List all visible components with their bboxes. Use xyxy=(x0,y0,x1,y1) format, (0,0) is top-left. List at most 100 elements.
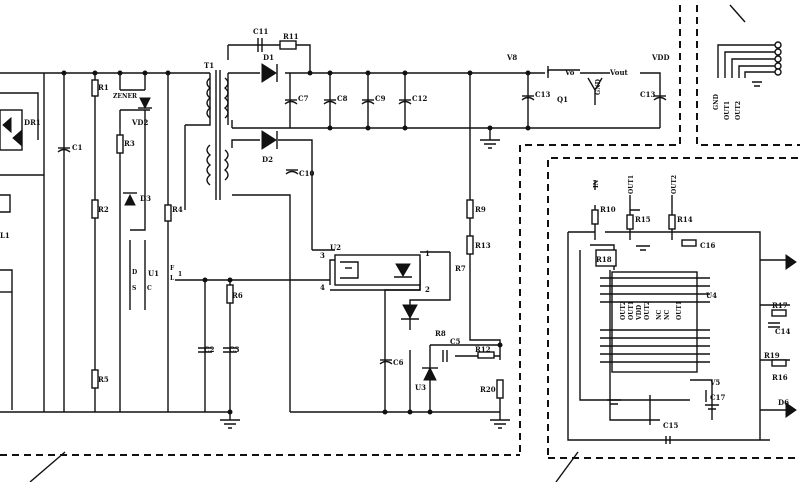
label-c14: C14 xyxy=(775,327,790,336)
resistor-r11 xyxy=(279,40,297,50)
label-d2: D2 xyxy=(262,155,273,164)
label-r8: R8 xyxy=(435,329,446,338)
label-u2: U2 xyxy=(330,243,341,252)
diode-d2 xyxy=(261,130,278,150)
label-pin-s: S xyxy=(132,285,136,292)
label-port-out1: OUT1 xyxy=(628,175,635,194)
label-u4-pin-out2b: OUT2 xyxy=(644,301,651,320)
label-u4-pin-out2a: OUT2 xyxy=(620,301,627,320)
label-c13: C13 xyxy=(640,90,655,99)
optocoupler-u2 xyxy=(334,254,421,286)
label-c17: C17 xyxy=(710,393,725,402)
label-u3: U3 xyxy=(415,383,426,392)
label-c10: C10 xyxy=(299,169,314,178)
label-pin-1: 1 xyxy=(178,271,182,278)
label-pin-f: F xyxy=(170,265,175,272)
controller-ic-u4 xyxy=(595,249,710,373)
label-u4-pin-vdd: VDD xyxy=(636,305,643,321)
main-wiring xyxy=(0,44,661,413)
bridge-rectifier-dr1 xyxy=(0,109,23,151)
label-r17: R17 xyxy=(772,301,788,310)
label-r10: R10 xyxy=(600,205,616,214)
label-u2-pin3: 3 xyxy=(320,251,325,260)
label-c15: C15 xyxy=(663,421,678,430)
label-r18: R18 xyxy=(596,255,612,264)
label-c1: C1 xyxy=(72,143,83,152)
label-gnd: GND xyxy=(595,79,602,95)
label-r5: R5 xyxy=(98,375,109,384)
label-c11: C11 xyxy=(253,27,268,36)
controller-passives xyxy=(591,209,797,444)
label-vo: Vo xyxy=(564,68,575,77)
label-t1: T1 xyxy=(204,61,214,70)
leader-line-left xyxy=(29,451,66,482)
regulator-q1 xyxy=(547,66,603,92)
label-r16: R16 xyxy=(772,373,788,382)
label-r13: R13 xyxy=(475,241,491,250)
label-c6: C6 xyxy=(393,358,404,367)
label-r9: R9 xyxy=(475,205,486,214)
label-c13b: C13 xyxy=(535,90,550,99)
label-pin-d: D xyxy=(132,269,137,276)
resistors-left xyxy=(91,79,504,399)
label-pin-l: L xyxy=(170,275,175,282)
zener-mid xyxy=(401,304,419,320)
label-r12: R12 xyxy=(475,345,491,354)
label-dr1: DR1 xyxy=(24,118,41,127)
label-r2: R2 xyxy=(98,205,109,214)
diode-d3 xyxy=(123,192,137,206)
label-d3: D3 xyxy=(140,194,151,203)
component-labels: T1 C11 R11 D1 D2 C7 C8 C9 C12 C10 V8 Vo … xyxy=(0,27,790,430)
label-conn-out1: OUT1 xyxy=(724,101,731,120)
label-c3: C3 xyxy=(229,345,240,354)
block-borders xyxy=(0,4,800,482)
label-c2: C2 xyxy=(204,345,215,354)
diode-d1 xyxy=(261,63,278,83)
label-u2-pin2: 2 xyxy=(425,285,430,294)
label-u4-pin-out1a: OUT1 xyxy=(628,301,635,320)
label-vd2: VD2 xyxy=(131,118,149,127)
label-c8: C8 xyxy=(337,94,348,103)
label-u2-pin4: 4 xyxy=(320,283,325,292)
ground-symbols xyxy=(220,139,510,429)
label-r15: R15 xyxy=(635,215,651,224)
label-u4-pin-nc1: NC xyxy=(656,310,663,320)
label-c12: C12 xyxy=(412,94,427,103)
label-conn-out2: OUT2 xyxy=(735,101,742,120)
label-zener: ZENER xyxy=(113,93,138,100)
label-port-out2: OUT2 xyxy=(671,175,678,194)
label-d6: D6 xyxy=(778,398,789,407)
controller-u1 xyxy=(129,240,146,310)
label-u1: U1 xyxy=(148,269,159,278)
label-r3: R3 xyxy=(124,139,135,148)
capacitors-left xyxy=(198,347,448,365)
label-d1: D1 xyxy=(263,53,274,62)
leader-line-top xyxy=(729,4,746,23)
label-vout: Vout xyxy=(609,68,629,77)
label-v8: V8 xyxy=(506,53,517,62)
connector-block-border xyxy=(696,5,800,146)
label-u4-pin-out1b: OUT1 xyxy=(676,301,683,320)
label-r6: R6 xyxy=(232,291,243,300)
label-r19: R19 xyxy=(764,351,780,360)
label-v5: V5 xyxy=(709,378,720,387)
main-block-right-border xyxy=(519,5,681,455)
label-r14: R14 xyxy=(677,215,693,224)
label-port-in: IN xyxy=(593,179,600,188)
label-vdd: VDD xyxy=(651,53,670,62)
label-c16: C16 xyxy=(700,241,715,250)
output-connector xyxy=(717,41,782,87)
label-r4: R4 xyxy=(172,205,183,214)
label-r1: R1 xyxy=(98,83,109,92)
label-r11: R11 xyxy=(283,32,299,41)
label-c5: C5 xyxy=(450,337,461,346)
shunt-regulator-u3 xyxy=(422,366,438,381)
label-c9: C9 xyxy=(375,94,386,103)
label-conn-gnd: GND xyxy=(713,94,720,110)
junction-dots xyxy=(61,70,531,415)
label-q1: Q1 xyxy=(557,95,568,104)
zener-vd2 xyxy=(120,89,152,111)
label-u4: U4 xyxy=(706,291,717,300)
label-u2-pin1: 1 xyxy=(425,249,430,258)
